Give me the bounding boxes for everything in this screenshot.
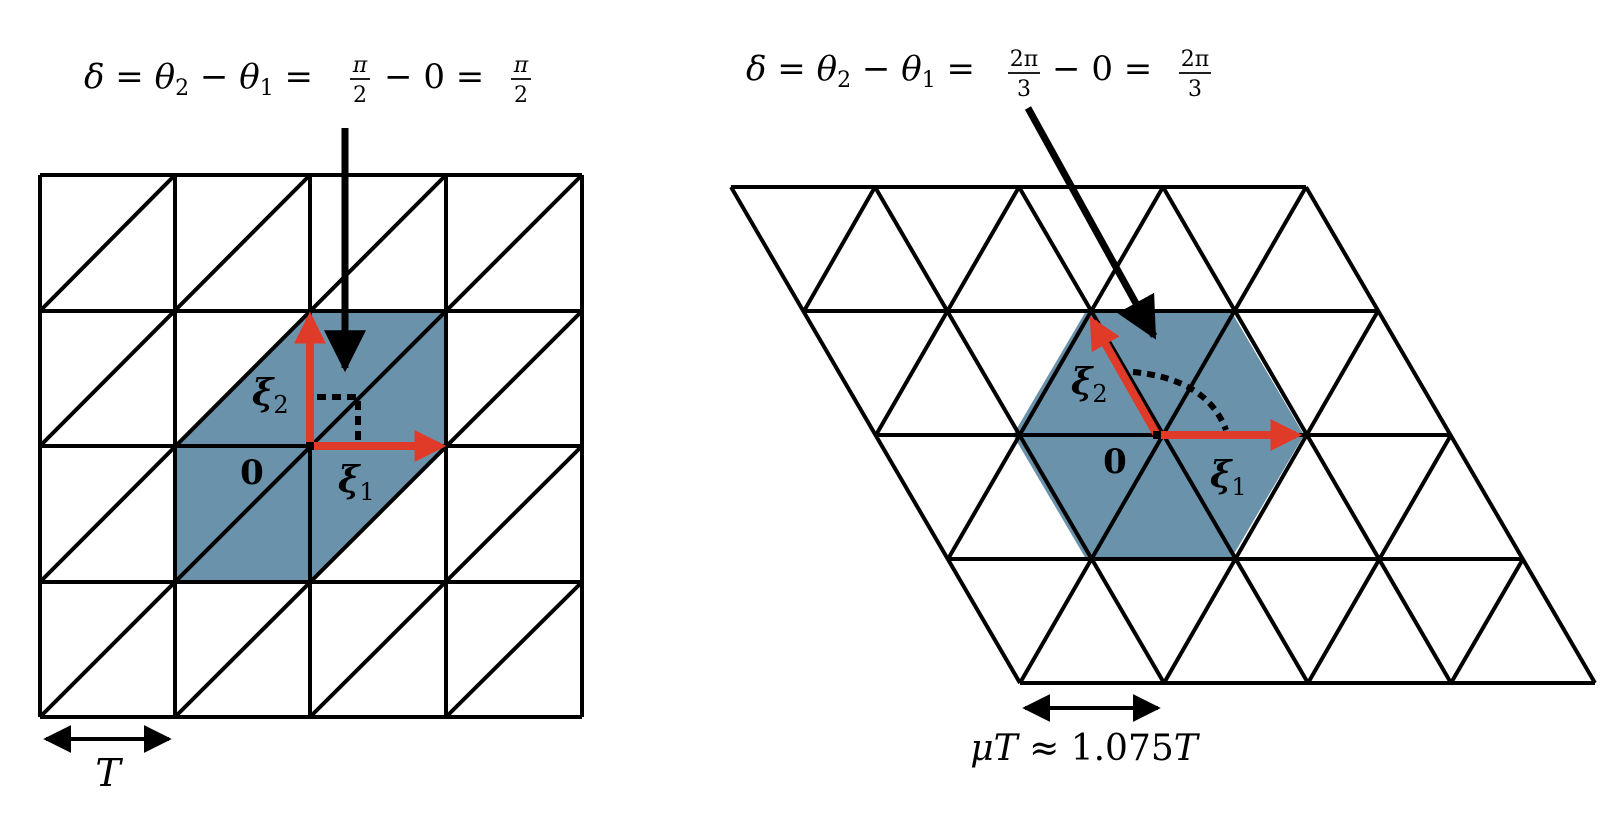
left-lattice-grid [38,173,584,719]
right-xi2-label: ξ2 [1071,361,1108,408]
right-lattice-grid [729,185,1597,685]
right-scale-label: μT ≈ 1.075T [970,728,1201,769]
left-origin-point [306,442,314,450]
left-fraction-2: π 2 [511,53,531,108]
left-frac1-num: π [352,53,368,78]
left-fraction-1: π 2 [350,53,370,108]
left-origin-label: 0 [240,453,264,493]
right-panel: 0 ξ1 ξ2 δ = θ2 − θ1 = 2π 3 − 0 = 2π [729,47,1597,769]
left-equation-tail: − 0 = [384,57,484,97]
right-equation-tail: − 0 = [1052,49,1152,89]
right-frac2-num: 2π [1181,47,1209,72]
right-frac1-den: 3 [1017,77,1031,102]
left-equation: δ = θ2 − θ1 = [84,57,313,104]
right-frac2-den: 3 [1188,77,1202,102]
right-fraction-1: 2π 3 [1008,47,1040,102]
left-frac2-den: 2 [514,83,528,108]
right-angle-arc [1132,369,1229,432]
right-pointer-arrow [1024,106,1158,340]
right-origin-point [1153,431,1161,439]
right-frac1-num: 2π [1010,47,1038,72]
right-xi1-label: ξ1 [1210,454,1247,501]
left-frac2-num: π [513,53,529,78]
right-xi2-arrow [1089,316,1161,437]
right-equation: δ = θ2 − θ1 = [746,49,975,96]
left-scale-label: T [95,751,123,795]
left-frac1-den: 2 [353,83,367,108]
right-fraction-2: 2π 3 [1179,47,1211,102]
left-xi2-label: ξ2 [252,372,289,419]
left-xi1-label: ξ1 [338,459,375,506]
left-panel: 0 ξ1 ξ2 δ = θ2 − θ1 = π 2 − 0 = π 2 [38,53,584,795]
right-origin-label: 0 [1103,442,1127,482]
